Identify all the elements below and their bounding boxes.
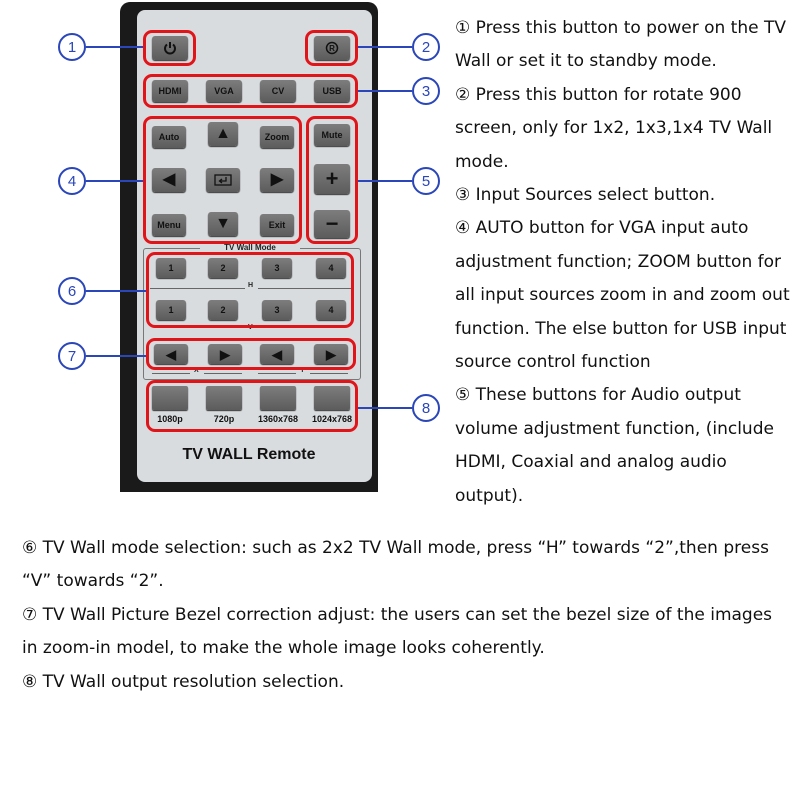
description-4: ④ AUTO button for VGA input auto adjustm…	[455, 218, 790, 373]
right-arrow-icon: ▶	[220, 346, 230, 362]
bezel-x-left-button[interactable]: ◀	[154, 344, 188, 364]
callout-4-leader	[86, 180, 143, 182]
down-arrow-icon: ▼	[215, 215, 231, 232]
res-720p-button[interactable]	[206, 386, 242, 410]
callout-1-leader	[86, 46, 143, 48]
h-button-4[interactable]: 4	[316, 258, 346, 278]
highlight-mode	[146, 252, 354, 328]
v-button-3[interactable]: 3	[262, 300, 292, 320]
up-button[interactable]: ▲	[208, 122, 238, 146]
left-arrow-icon: ◀	[272, 346, 282, 362]
y-divider-right	[310, 373, 348, 374]
v-button-1[interactable]: 1	[156, 300, 186, 320]
left-button[interactable]: ◀	[152, 168, 186, 192]
highlight-nav	[143, 116, 302, 244]
callout-4: 4	[58, 167, 86, 195]
power-button[interactable]	[152, 36, 188, 60]
v-button-4[interactable]: 4	[316, 300, 346, 320]
exit-button[interactable]: Exit	[260, 214, 294, 236]
y-label: Y	[300, 367, 305, 374]
y-divider-left	[258, 373, 296, 374]
brand-title: TV WALL Remote	[182, 446, 316, 463]
rotate-icon: R	[325, 41, 339, 55]
description-2: ② Press this button for rotate 900 scree…	[455, 84, 773, 172]
description-5: ⑤ These buttons for Audio output volume …	[455, 385, 774, 506]
bezel-y-left-button[interactable]: ◀	[260, 344, 294, 364]
bezel-y-right-button[interactable]: ▶	[314, 344, 348, 364]
x-divider-left	[152, 373, 190, 374]
power-icon	[164, 42, 176, 55]
mute-button[interactable]: Mute	[314, 124, 350, 146]
zoom-button[interactable]: Zoom	[260, 126, 294, 148]
callout-6-leader	[86, 290, 146, 292]
h-divider-left	[150, 288, 245, 289]
callout-5: 5	[412, 167, 440, 195]
highlight-resolution	[146, 380, 358, 432]
description-7: ⑦ TV Wall Picture Bezel correction adjus…	[22, 604, 773, 659]
x-label: X	[194, 367, 199, 374]
callout-2-leader	[358, 46, 412, 48]
callout-3: 3	[412, 77, 440, 105]
res-1360x768-button[interactable]	[260, 386, 296, 410]
up-arrow-icon: ▲	[215, 125, 231, 142]
descriptions-bottom: ⑥ TV Wall mode selection: such as 2x2 TV…	[22, 532, 792, 699]
description-8: ⑧ TV Wall output resolution selection.	[22, 671, 345, 692]
res-1024x768-button[interactable]	[314, 386, 350, 410]
menu-button[interactable]: Menu	[152, 214, 186, 236]
callout-7-leader	[86, 355, 146, 357]
res-720p-label: 720p	[213, 414, 235, 424]
x-divider-right	[204, 373, 242, 374]
cv-button[interactable]: CV	[260, 80, 296, 102]
highlight-volume	[306, 116, 358, 244]
callout-5-leader	[358, 180, 412, 182]
tv-wall-mode-title: TV Wall Mode	[200, 243, 300, 252]
volume-down-button[interactable]: −	[314, 210, 350, 238]
res-1360x768-label: 1360x768	[257, 414, 299, 424]
res-1024x768-label: 1024x768	[311, 414, 353, 424]
svg-text:R: R	[329, 44, 335, 53]
callout-7: 7	[58, 342, 86, 370]
right-arrow-icon: ▶	[326, 346, 336, 362]
usb-button[interactable]: USB	[314, 80, 350, 102]
rotate-button[interactable]: R	[314, 36, 350, 60]
callout-1: 1	[58, 33, 86, 61]
left-arrow-icon: ◀	[166, 346, 176, 362]
enter-icon	[214, 174, 232, 186]
auto-button[interactable]: Auto	[152, 126, 186, 148]
enter-button[interactable]	[206, 168, 240, 192]
highlight-sources	[143, 74, 358, 108]
description-3: ③ Input Sources select button.	[455, 185, 716, 206]
right-arrow-icon: ▶	[270, 171, 284, 188]
right-button[interactable]: ▶	[260, 168, 294, 192]
bezel-x-right-button[interactable]: ▶	[208, 344, 242, 364]
h-label: H	[248, 282, 254, 289]
h-divider-right	[258, 288, 353, 289]
res-1080p-label: 1080p	[157, 414, 183, 424]
description-1: ① Press this button to power on the TV W…	[455, 18, 787, 72]
highlight-power	[143, 30, 196, 66]
vga-button[interactable]: VGA	[206, 80, 242, 102]
hdmi-button[interactable]: HDMI	[152, 80, 188, 102]
h-button-3[interactable]: 3	[262, 258, 292, 278]
descriptions-right: ① Press this button to power on the TV W…	[455, 12, 800, 513]
h-button-2[interactable]: 2	[208, 258, 238, 278]
callout-3-leader	[358, 90, 412, 92]
down-button[interactable]: ▼	[208, 212, 238, 236]
callout-8: 8	[412, 394, 440, 422]
callout-2: 2	[412, 33, 440, 61]
v-button-2[interactable]: 2	[208, 300, 238, 320]
h-button-1[interactable]: 1	[156, 258, 186, 278]
volume-up-button[interactable]: +	[314, 164, 350, 194]
highlight-rotate	[305, 30, 358, 66]
left-arrow-icon: ◀	[162, 171, 176, 188]
description-6: ⑥ TV Wall mode selection: such as 2x2 TV…	[22, 538, 769, 592]
highlight-bezel	[146, 338, 356, 370]
callout-8-leader	[358, 407, 412, 409]
res-1080p-button[interactable]	[152, 386, 188, 410]
callout-6: 6	[58, 277, 86, 305]
